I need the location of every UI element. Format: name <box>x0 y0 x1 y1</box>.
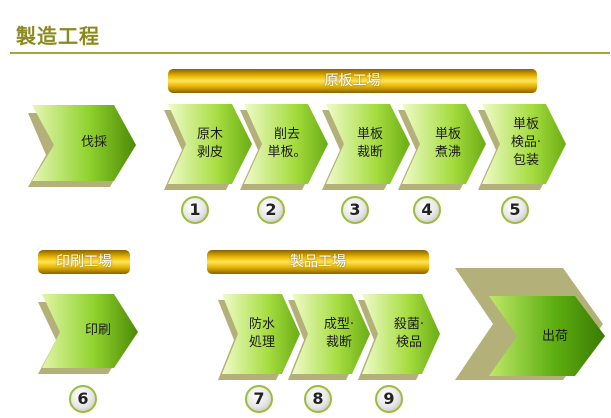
step-number-2: 2 <box>257 196 285 224</box>
step-felling-label: 伐採 <box>80 135 107 150</box>
step-number-4: 4 <box>413 196 441 224</box>
step-number-1: 1 <box>181 196 209 224</box>
step-number-7: 7 <box>245 385 273 413</box>
step-peeling-arrow: 原木剥皮 <box>164 104 252 190</box>
step-slicing-arrow: 削去単板。 <box>240 104 328 190</box>
step-peeling-shape <box>164 104 252 190</box>
step-sterilize-label: 殺菌·検品 <box>393 317 425 350</box>
step-sterilize-arrow: 殺菌·検品 <box>358 294 440 380</box>
step-sterilize-shape <box>358 294 440 380</box>
step-boiling-shape <box>398 104 486 190</box>
step-shipping-label: 出荷 <box>541 329 568 344</box>
step-slicing-shape <box>240 104 328 190</box>
banner-printing-factory: 印刷工場 <box>38 250 130 274</box>
step-number-3: 3 <box>341 196 369 224</box>
step-forming-arrow: 成型·裁断 <box>288 294 370 380</box>
step-inspect-arrow: 単板検品·包装 <box>478 104 566 190</box>
step-printing-arrow: 印刷 <box>38 294 138 374</box>
step-boiling-label: 単板煮沸 <box>434 127 461 160</box>
step-felling-arrow: 伐採 <box>28 105 138 187</box>
step-slicing-label: 削去単板。 <box>267 127 307 160</box>
banner-plywood-factory: 原板工場 <box>168 69 537 93</box>
step-peeling-label: 原木剥皮 <box>196 127 223 160</box>
step-cutting-arrow: 単板裁断 <box>322 104 410 190</box>
step-inspect-shape <box>478 104 566 190</box>
step-cutting-label: 単板裁断 <box>356 127 383 160</box>
step-forming-shape <box>288 294 370 380</box>
step-waterproof-shape <box>218 294 300 380</box>
step-printing-shape <box>38 294 138 374</box>
step-number-5: 5 <box>501 196 529 224</box>
step-cutting-shape <box>322 104 410 190</box>
step-waterproof-label: 防水処理 <box>248 317 275 350</box>
banner-product-factory: 製品工場 <box>207 250 429 274</box>
step-felling-shape <box>28 105 136 187</box>
step-forming-label: 成型·裁断 <box>323 317 355 350</box>
step-number-6: 6 <box>69 385 97 413</box>
step-shipping-arrow: 出荷 <box>455 268 607 380</box>
step-number-8: 8 <box>304 385 332 413</box>
step-waterproof-arrow: 防水処理 <box>218 294 300 380</box>
page-title: 製造工程 <box>16 24 100 48</box>
step-printing-label: 印刷 <box>84 323 111 338</box>
step-boiling-arrow: 単板煮沸 <box>398 104 486 190</box>
title-underline <box>10 52 610 54</box>
step-inspect-label: 単板検品·包装 <box>510 117 542 168</box>
step-number-9: 9 <box>375 385 403 413</box>
step-shipping-shape <box>455 268 605 380</box>
